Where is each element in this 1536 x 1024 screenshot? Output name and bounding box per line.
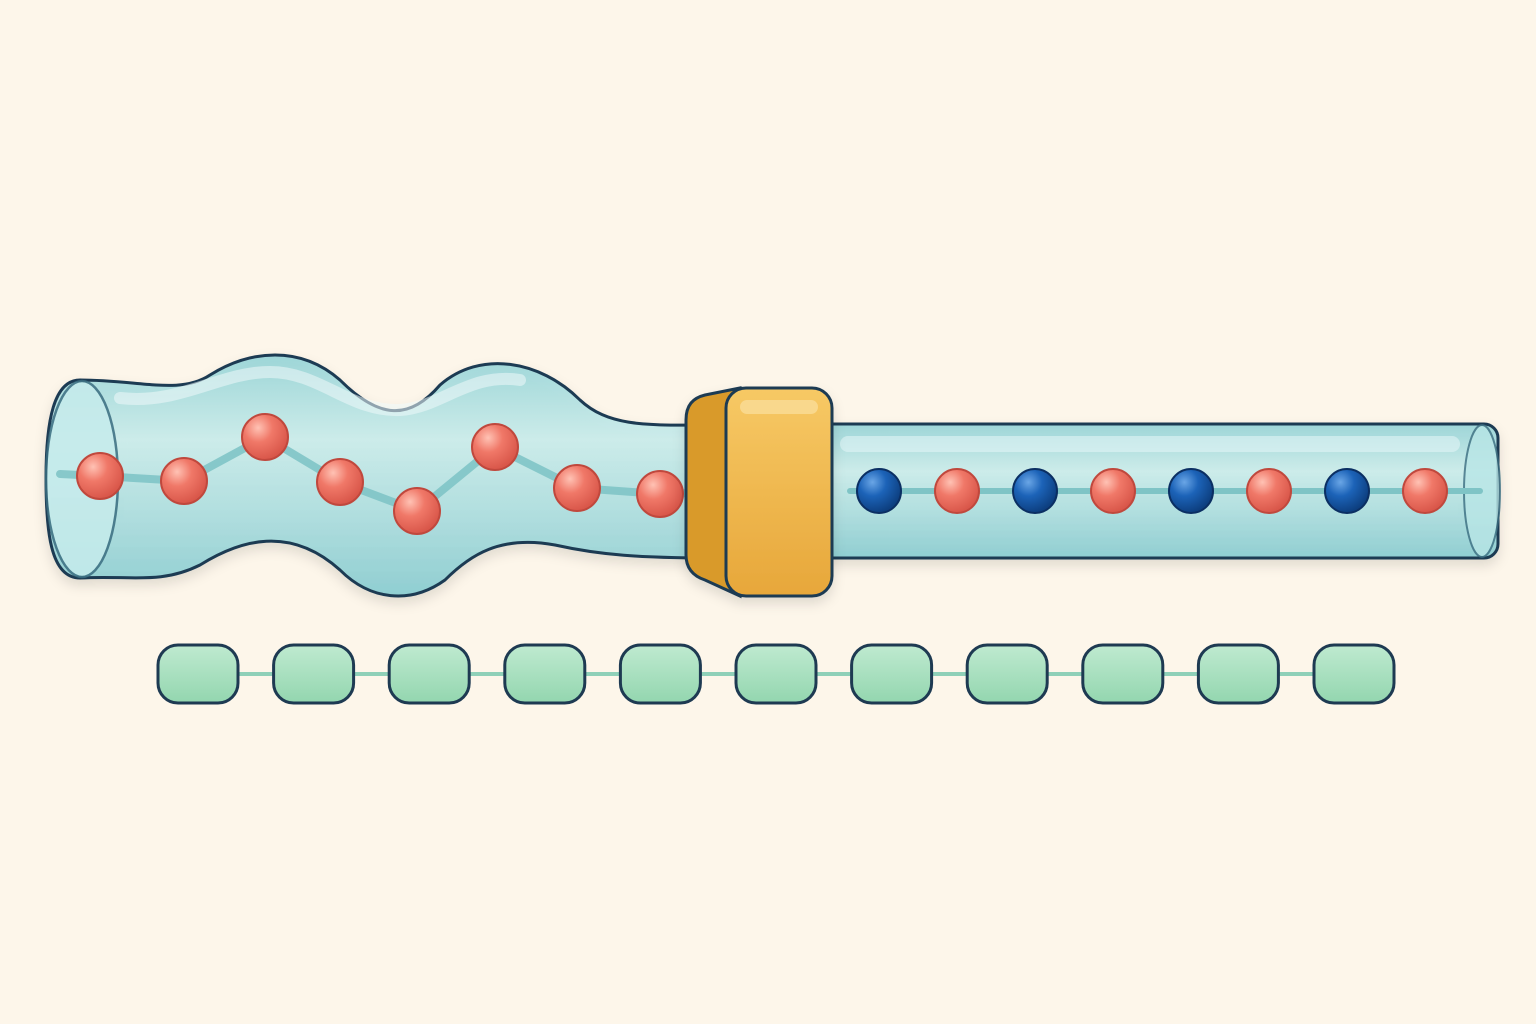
chain-block (1196, 643, 1280, 705)
straight-tube-highlight (840, 436, 1460, 452)
wavy-bead-primary (316, 458, 364, 506)
chain-block (734, 643, 818, 705)
straight-bead-secondary (1168, 468, 1214, 514)
chain-block (387, 643, 471, 705)
chain-block (850, 643, 934, 705)
straight-bead-primary (1090, 468, 1136, 514)
straight-bead-secondary (856, 468, 902, 514)
wavy-tube-highlight (114, 365, 526, 417)
wavy-bead-primary (241, 413, 289, 461)
wavy-bead-primary (393, 487, 441, 535)
straight-bead-primary (934, 468, 980, 514)
chain-block (503, 643, 587, 705)
straight-bead-secondary (1324, 468, 1370, 514)
wavy-bead-primary (160, 457, 208, 505)
chain-block (618, 643, 702, 705)
wavy-bead-primary (553, 464, 601, 512)
straight-bead-primary (1402, 468, 1448, 514)
chain-block (965, 643, 1049, 705)
chain-block (1081, 643, 1165, 705)
clamp-highlight (740, 400, 818, 414)
clamp-front-face (724, 386, 834, 598)
beads (76, 413, 1448, 535)
chain-block (272, 643, 356, 705)
lower-chain (156, 643, 1396, 705)
wavy-bead-primary (471, 423, 519, 471)
wavy-backbone (56, 433, 724, 515)
chain-block (156, 643, 240, 705)
chain-block (1312, 643, 1396, 705)
straight-bead-secondary (1012, 468, 1058, 514)
wavy-bead-primary (76, 452, 124, 500)
straight-bead-primary (1246, 468, 1292, 514)
wavy-bead-primary (636, 470, 684, 518)
clamp (684, 386, 834, 599)
